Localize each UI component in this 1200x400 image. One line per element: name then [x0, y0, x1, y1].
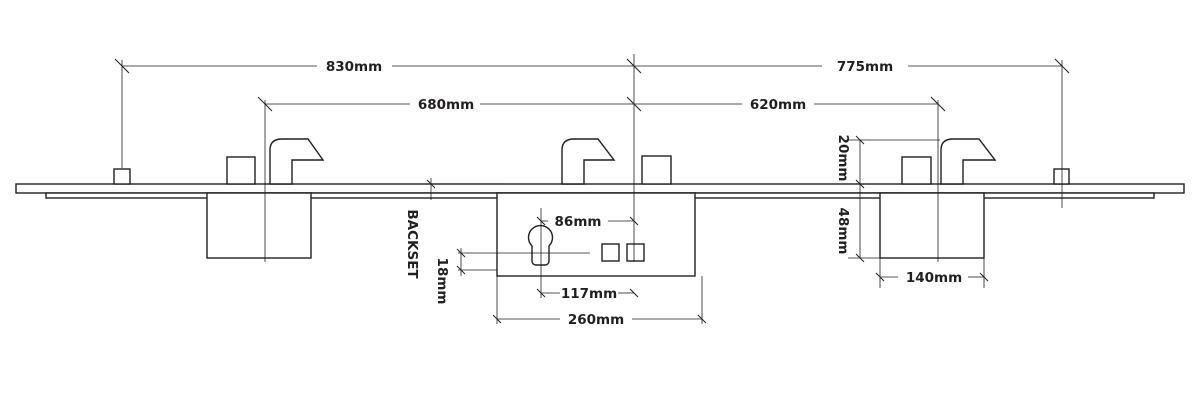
dimension-20: 20mm: [835, 135, 865, 189]
center-roller: [641, 155, 672, 185]
dimension-830-label: 830mm: [326, 59, 382, 75]
dimension-140: 140mm: [875, 270, 989, 286]
dimension-680: 680mm: [257, 96, 642, 113]
lock-case-body: [496, 192, 696, 277]
dimension-20-label: 20mm: [835, 135, 851, 182]
dimension-620: 620mm: [634, 96, 946, 113]
dimension-775: 775mm: [634, 58, 1070, 75]
dimension-117-label: 117mm: [561, 286, 617, 302]
dimension-680-label: 680mm: [418, 97, 474, 113]
right-roller: [901, 156, 932, 185]
cylinder-keyhole: [527, 224, 554, 266]
dimension-260: 260mm: [492, 312, 707, 328]
left-roller: [226, 156, 256, 185]
dimension-117: 117mm: [536, 286, 639, 302]
dimension-260-label: 260mm: [568, 312, 624, 328]
dimension-86-label: 86mm: [555, 214, 602, 230]
faceplate-front: [15, 183, 1185, 194]
dimension-86: 86mm: [536, 214, 639, 230]
dimension-775-label: 775mm: [837, 59, 893, 75]
right-gearbox-body: [879, 192, 985, 259]
center-lock-case: [496, 192, 696, 277]
dimension-140-label: 140mm: [906, 270, 962, 286]
right-end-roller: [1053, 168, 1070, 185]
extension-lines: [121, 54, 1063, 324]
right-hook: [940, 138, 997, 185]
dimension-830: 830mm: [114, 58, 642, 75]
backset-dimension: BACKSET: [404, 178, 436, 279]
dimension-48: 48mm: [835, 184, 865, 263]
dimension-48-label: 48mm: [835, 208, 851, 255]
spindle-square-left: [601, 243, 620, 262]
dimension-18-label: 18mm: [434, 258, 450, 305]
dimension-18: 18mm: [434, 248, 466, 305]
dimension-620-label: 620mm: [750, 97, 806, 113]
spindle-square-right: [626, 243, 645, 262]
left-gearbox-body: [206, 192, 312, 259]
left-hook: [269, 138, 325, 185]
left-end-roller: [113, 168, 131, 185]
center-hook: [561, 138, 616, 185]
backset-label: BACKSET: [404, 209, 420, 279]
